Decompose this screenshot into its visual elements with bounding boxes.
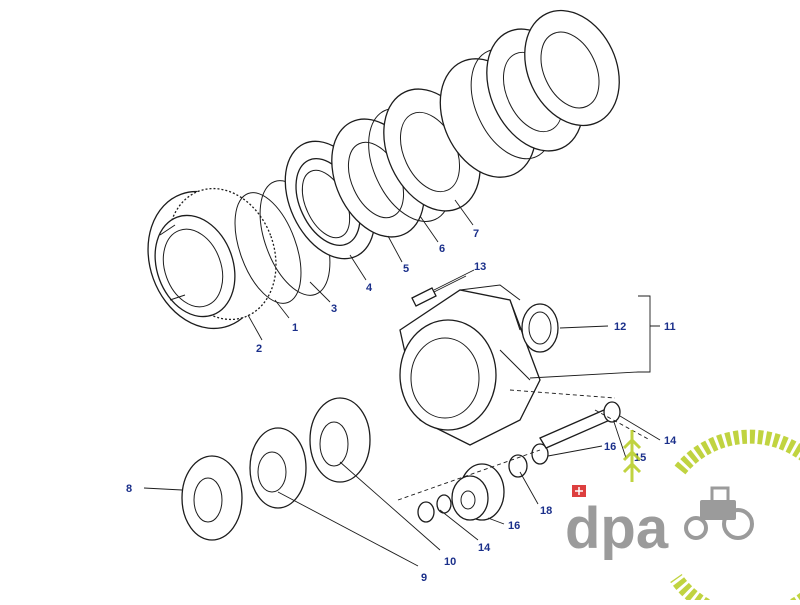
part-spacer-16-upper xyxy=(531,443,549,465)
part-gear-10 xyxy=(309,397,371,483)
callout-4: 4 xyxy=(366,282,373,294)
part-spacer-16-lower xyxy=(436,494,452,514)
part-planet-carrier-housing xyxy=(399,284,541,446)
callout-1: 1 xyxy=(292,322,298,334)
callout-7: 7 xyxy=(473,228,479,240)
part-planet-shaft xyxy=(539,409,611,449)
part-gear-8 xyxy=(181,455,243,541)
watermark-text: dpa xyxy=(565,496,669,561)
dpa-logo: dpa xyxy=(565,429,800,605)
part-needle-bearing-18 xyxy=(508,454,528,478)
callout-13: 13 xyxy=(474,261,486,273)
part-snap-ring-1 xyxy=(234,192,302,304)
callout-6: 6 xyxy=(439,243,445,255)
callout-5: 5 xyxy=(403,263,409,275)
part-gear-hub xyxy=(147,187,277,330)
part-bushing xyxy=(521,303,559,353)
callout-16-lower: 16 xyxy=(508,520,520,532)
part-washer-14-upper xyxy=(603,401,621,423)
callout-3: 3 xyxy=(331,303,337,315)
leader-lines xyxy=(143,199,661,567)
callout-16-upper: 16 xyxy=(604,441,616,453)
wheat-icon xyxy=(622,430,642,482)
callout-9: 9 xyxy=(421,572,427,584)
callout-14-upper: 14 xyxy=(664,435,677,447)
part-end-plate xyxy=(524,9,620,127)
tractor-icon xyxy=(684,486,754,540)
part-bolt xyxy=(411,275,467,307)
part-planet-gear xyxy=(451,463,505,521)
part-gear-9 xyxy=(249,427,307,509)
callout-14-lower: 14 xyxy=(478,542,491,554)
part-washer-14-lower xyxy=(417,501,435,523)
callout-11: 11 xyxy=(664,321,676,333)
callout-12: 12 xyxy=(614,321,626,333)
stamp-icon xyxy=(572,485,586,497)
callout-8: 8 xyxy=(126,483,132,495)
callout-2: 2 xyxy=(256,343,262,355)
callout-10: 10 xyxy=(444,556,456,568)
callout-18: 18 xyxy=(540,505,552,517)
